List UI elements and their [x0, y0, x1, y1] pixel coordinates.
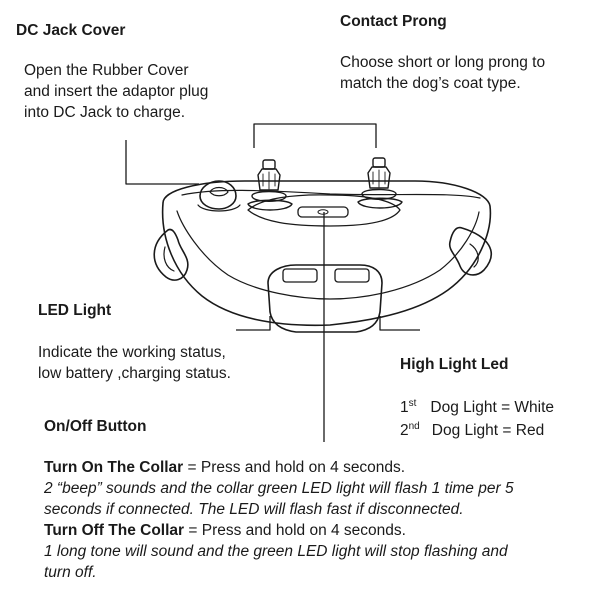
callout-dc-jack [125, 140, 199, 185]
high-light-row-2-suffix: nd [408, 421, 420, 432]
collar-body-inner-edge [176, 210, 480, 300]
turn-on-detail-2: seconds if connected. The LED will flash… [44, 501, 464, 518]
dc-jack-line-1: Open the Rubber Cover [24, 62, 189, 79]
led-window-right [334, 268, 370, 283]
dc-jack-line-2: and insert the adaptor plug [24, 83, 209, 100]
high-light-led-title: High Light Led [400, 356, 509, 373]
center-dome [247, 194, 401, 227]
contact-prong-left [247, 159, 293, 211]
turn-off-detail-2: turn off. [44, 564, 97, 581]
high-light-row-1-suffix: st [408, 398, 417, 409]
turn-on-label: Turn On The Collar [44, 459, 184, 476]
strap-loop-left [153, 228, 189, 281]
high-light-row-1-label: Dog Light = White [430, 399, 555, 416]
collar-body [161, 180, 492, 327]
led-window-left [282, 268, 318, 283]
callout-led-right [379, 316, 420, 331]
dc-jack-line-3: into DC Jack to charge. [24, 104, 186, 121]
collar-top-rim [181, 189, 481, 199]
high-light-row-2-number: 2 [400, 422, 409, 439]
high-light-row-2: 2nd Dog Light = Red [400, 415, 544, 442]
turn-on-text: = Press and hold on 4 seconds. [183, 459, 406, 476]
turn-off-detail-1: 1 long tone will sound and the green LED… [44, 543, 508, 560]
turn-off-text: = Press and hold on 4 seconds. [184, 522, 406, 539]
turn-on-line: Turn On The Collar = Press and hold on 4… [44, 457, 405, 478]
led-light-line-1: Indicate the working status, [38, 344, 226, 361]
strap-loop-right [448, 226, 492, 276]
contact-prong-line-1: Choose short or long prong to [340, 54, 546, 71]
dc-jack-title: DC Jack Cover [16, 22, 126, 39]
callout-led-left [236, 316, 271, 331]
turn-off-line: Turn Off The Collar = Press and hold on … [44, 520, 406, 541]
dc-jack-cover [199, 180, 237, 210]
contact-prong-line-2: match the dog’s coat type. [340, 75, 521, 92]
high-light-row-1-number: 1 [400, 399, 409, 416]
dc-jack-plug [209, 186, 229, 197]
strap-loop-left-inner [163, 246, 175, 272]
high-light-row-2-label: Dog Light = Red [431, 422, 545, 439]
led-light-line-2: low battery ,charging status. [38, 365, 231, 382]
callout-lines [125, 123, 420, 442]
dc-jack-cover-base [197, 204, 241, 212]
led-housing [267, 264, 383, 333]
turn-off-label: Turn Off The Collar [44, 522, 185, 539]
callout-contact-prong [253, 123, 377, 148]
onoff-title: On/Off Button [44, 418, 147, 435]
contact-prong-right [357, 157, 403, 209]
onoff-button-dot [317, 209, 329, 215]
led-light-title: LED Light [38, 302, 112, 319]
strap-loop-right-inner [469, 243, 479, 268]
onoff-button[interactable] [297, 206, 349, 218]
contact-prong-title: Contact Prong [340, 13, 447, 30]
high-light-row-1: 1st Dog Light = White [400, 392, 554, 419]
turn-on-detail-1: 2 “beep” sounds and the collar green LED… [44, 480, 514, 497]
